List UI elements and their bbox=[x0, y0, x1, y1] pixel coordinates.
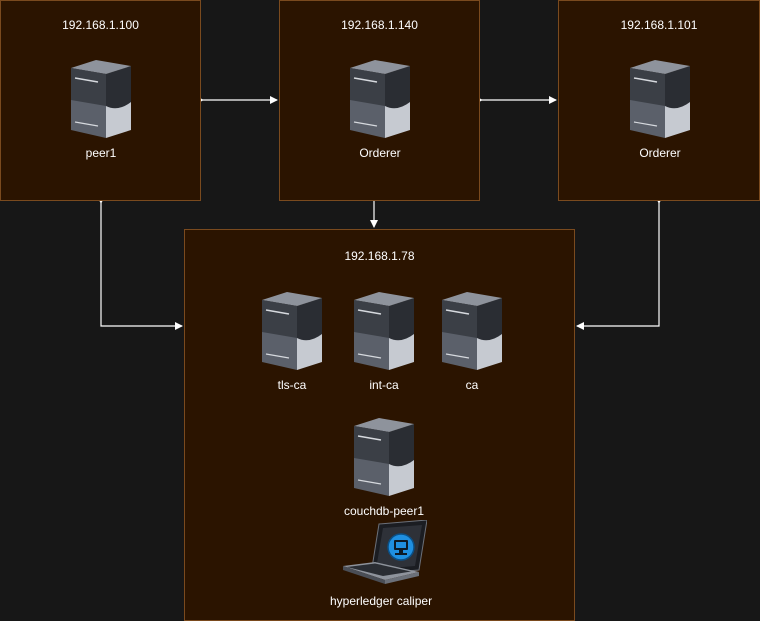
node-hyperledger-caliper[interactable]: hyperledger caliper bbox=[330, 520, 433, 608]
host-ip-label: 192.168.1.140 bbox=[341, 18, 418, 32]
node-label: hyperledger caliper bbox=[330, 594, 433, 608]
host-box-orderer-secondary[interactable]: 192.168.1.101 Orderer bbox=[558, 0, 760, 201]
node-int-ca[interactable]: int-ca bbox=[334, 290, 434, 392]
node-orderer-secondary[interactable]: Orderer bbox=[610, 58, 710, 160]
node-orderer-main[interactable]: Orderer bbox=[330, 58, 430, 160]
server-icon bbox=[334, 290, 434, 372]
host-box-orderer-main[interactable]: 192.168.1.140 Orderer bbox=[279, 0, 480, 201]
node-label: int-ca bbox=[369, 378, 399, 392]
host-ip-label: 192.168.1.78 bbox=[344, 249, 415, 263]
host-ip-label: 192.168.1.101 bbox=[620, 18, 698, 32]
server-icon bbox=[330, 58, 430, 140]
host-box-central[interactable]: 192.168.1.78 tls-ca bbox=[184, 229, 575, 621]
connector-orderer-secondary-central[interactable] bbox=[576, 196, 663, 330]
node-label: couchdb-peer1 bbox=[343, 504, 425, 518]
host-ip-label: 192.168.1.100 bbox=[62, 18, 139, 32]
server-icon bbox=[242, 290, 342, 372]
node-label: peer1 bbox=[85, 146, 117, 160]
server-icon bbox=[51, 58, 151, 140]
connector-peer1-central[interactable] bbox=[97, 196, 183, 330]
node-tls-ca[interactable]: tls-ca bbox=[242, 290, 342, 392]
server-icon bbox=[422, 290, 522, 372]
server-icon bbox=[610, 58, 710, 140]
node-label: tls-ca bbox=[277, 378, 307, 392]
node-label: Orderer bbox=[639, 146, 681, 160]
laptop-icon bbox=[330, 520, 430, 592]
node-couchdb-peer1[interactable]: couchdb-peer1 bbox=[334, 416, 434, 518]
node-label: Orderer bbox=[359, 146, 401, 160]
node-label: ca bbox=[465, 378, 479, 392]
server-icon bbox=[334, 416, 434, 498]
host-box-peer[interactable]: 192.168.1.100 peer1 bbox=[0, 0, 201, 201]
node-peer1[interactable]: peer1 bbox=[51, 58, 151, 160]
node-ca[interactable]: ca bbox=[422, 290, 522, 392]
